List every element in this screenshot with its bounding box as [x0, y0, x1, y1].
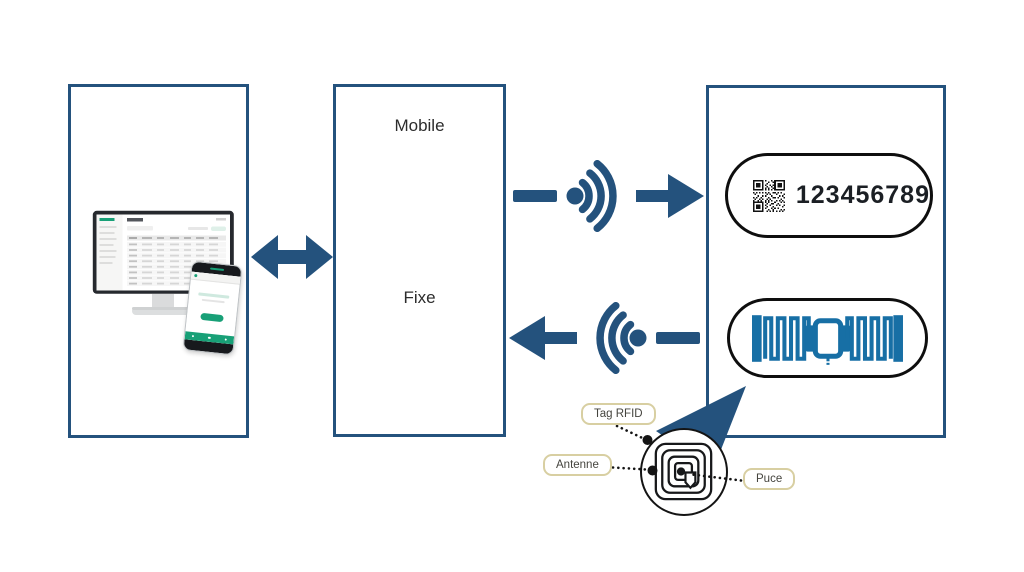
fixed-reader-label: Fixe — [403, 288, 436, 307]
rfid-signal-right-icon — [513, 160, 704, 232]
phone-action-button — [199, 312, 224, 323]
phone-screen — [184, 271, 241, 345]
antenna-label: Antenne — [543, 454, 612, 476]
barcode-label: 123456789 — [725, 153, 933, 238]
rfid-signal-left-icon — [509, 302, 700, 374]
tags-panel — [706, 85, 946, 438]
qr-code-icon — [753, 179, 785, 212]
phone-nav-dot — [207, 336, 211, 340]
rfid-inlay-icon — [751, 314, 903, 365]
barcode-number: 123456789 — [795, 181, 930, 209]
phone-brand-mark — [209, 267, 224, 271]
readers-panel — [333, 84, 506, 437]
tag-magnifier-circle — [640, 428, 728, 516]
phone-nav-dot — [224, 338, 227, 341]
magnifier-wedge — [656, 386, 746, 470]
coil-antenna-chip-icon — [654, 442, 713, 501]
smartphone-image — [182, 260, 243, 356]
mobile-reader-label: Mobile — [394, 116, 445, 135]
phone-text-line — [198, 292, 230, 299]
phone-nav-dot — [191, 334, 195, 338]
tag-rfid-label: Tag RFID — [581, 403, 656, 425]
double-arrow-icon — [251, 235, 333, 279]
rfid-tag-label — [727, 298, 928, 378]
phone-text-line — [201, 298, 225, 304]
chip-label: Puce — [743, 468, 796, 490]
